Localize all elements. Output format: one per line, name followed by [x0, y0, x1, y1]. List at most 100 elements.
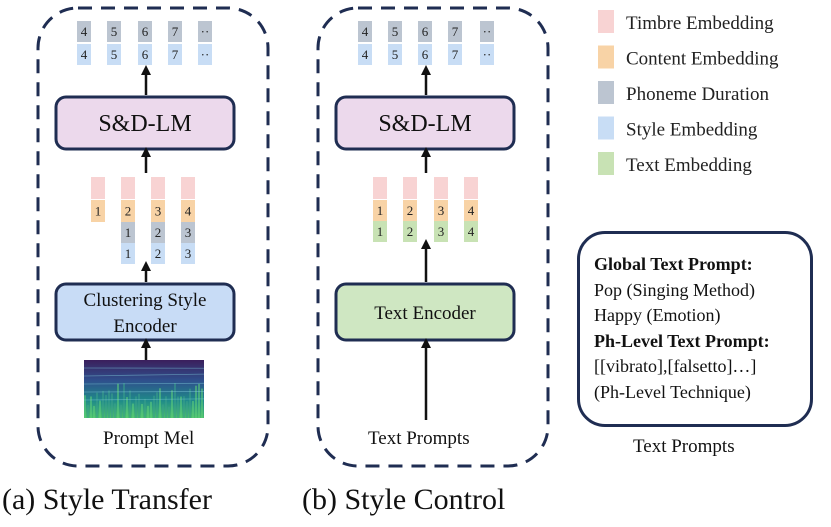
panel-a-input-content-token — [181, 200, 195, 222]
panel_a-output-style-token-label: 6 — [142, 47, 149, 62]
panel-a-input-timbre-token — [181, 177, 195, 199]
panel_a-output-style-token-label: 7 — [172, 47, 179, 62]
panel-a-input-content-token-label: 1 — [95, 204, 102, 219]
panel_b-output-style-token — [480, 44, 494, 65]
ph-level-prompt-heading: Ph-Level Text Prompt: — [594, 330, 770, 351]
panel_b-output-style-token-label: 5 — [392, 47, 399, 62]
panel_a-output-duration-token-label: ·· — [201, 24, 210, 39]
panel_a-output-duration-token-label: 7 — [172, 24, 179, 39]
legend-swatch-duration — [598, 81, 614, 104]
panel_b-output-style-token-label: 4 — [362, 47, 369, 62]
panel-b-input-timbre-token — [434, 177, 448, 199]
panel-b-input-content-token — [403, 200, 417, 221]
panel_a-output-style-token-label: 4 — [81, 47, 88, 62]
panel-b-input-text-token — [434, 221, 448, 242]
panel-b-input-content-token — [434, 200, 448, 221]
panel_a-output-style-token — [77, 44, 91, 65]
text-prompt-box-label: Text Prompts — [633, 436, 735, 457]
panel_a-output-duration-token — [77, 21, 91, 42]
panel_a-output-style-token-label: ·· — [201, 47, 210, 62]
legend-swatch-content — [598, 45, 614, 69]
panel-a-input-duration-token — [121, 222, 135, 243]
panel-a-input-duration-token — [151, 222, 165, 243]
panel_a-output-duration-token — [168, 21, 182, 42]
legend-label-style: Style Embedding — [626, 120, 758, 141]
legend-label-duration: Phoneme Duration — [626, 84, 770, 105]
ph-level-prompt-line-2: (Ph-Level Technique) — [594, 381, 751, 402]
panel-a-input-style-token-label: 2 — [155, 246, 162, 261]
panel_a-output-duration-token — [138, 21, 152, 42]
panel_b-output-style-token-label: 7 — [452, 47, 459, 62]
panel-b-input-text-token-label: 2 — [407, 224, 414, 239]
panel_a-output-style-token-label: 5 — [111, 47, 118, 62]
panel-b-encoder-label: Text Encoder — [374, 303, 476, 324]
panel-a-input-style-token-label: 1 — [125, 246, 132, 261]
panel-a-input-timbre-token — [121, 177, 135, 199]
panel-a-input-duration-token-label: 1 — [125, 225, 132, 240]
panel-b-lm-label: S&D-LM — [378, 111, 471, 137]
panel_b-output-style-token — [418, 44, 432, 65]
global-prompt-line-1: Pop (Singing Method) — [594, 279, 756, 300]
panel-a-input-duration-token-label: 2 — [155, 225, 162, 240]
panel-b-input-text-token — [373, 221, 387, 242]
panel_b-output-duration-token-label: ·· — [483, 24, 492, 39]
panel-a-input-duration-token-label: 3 — [185, 225, 192, 240]
panel-a-input-duration-token — [181, 222, 195, 243]
panel-b-frame — [316, 6, 550, 468]
panel-a-input-content-token-label: 2 — [125, 204, 132, 219]
global-prompt-line-2: Happy (Emotion) — [594, 305, 721, 325]
panel-a-input-timbre-token — [151, 177, 165, 199]
panel-a-input-timbre-token — [91, 177, 105, 199]
panel_a-output-duration-token-label: 4 — [81, 24, 88, 39]
panel-b-input-content-token-label: 3 — [438, 203, 445, 218]
panel_b-output-duration-token — [480, 21, 494, 42]
panel_b-output-duration-token — [418, 21, 432, 42]
legend-label-text: Text Embedding — [626, 155, 752, 176]
panel-a-lm-label: S&D-LM — [98, 111, 191, 137]
panel_b-output-duration-token — [388, 21, 402, 42]
panel_b-output-style-token — [358, 44, 372, 65]
panel-b-input-content-token-label: 2 — [407, 203, 414, 218]
panel-a-input-style-token-label: 3 — [185, 246, 192, 261]
panel_b-output-style-token-label: ·· — [483, 47, 492, 62]
prompt-mel-spectrogram-image — [83, 360, 205, 418]
legend-label-timbre: Timbre Embedding — [626, 13, 774, 34]
panel_b-output-style-token — [448, 44, 462, 65]
panel_a-output-duration-token-label: 6 — [142, 24, 149, 39]
panel-a-encoder-label-line2: Encoder — [113, 316, 177, 337]
legend-label-content: Content Embedding — [626, 49, 779, 70]
panel-a-input-content-token — [121, 200, 135, 222]
panel-a-input-content-token — [91, 200, 105, 222]
panel-b-input-label: Text Prompts — [368, 428, 470, 449]
legend-swatch-timbre — [598, 10, 614, 33]
panel-b-input-content-token-label: 1 — [377, 203, 384, 218]
panel-a-input-style-token — [121, 243, 135, 264]
panel_b-output-style-token — [388, 44, 402, 65]
panel-b-input-content-token — [373, 200, 387, 221]
panel-a-frame — [36, 6, 270, 468]
panel_b-output-style-token-label: 6 — [422, 47, 429, 62]
panel-a-input-style-token — [151, 243, 165, 264]
panel-a-input-content-token-label: 3 — [155, 204, 162, 219]
panel-b-input-content-token — [464, 200, 478, 221]
panel-b-input-timbre-token — [403, 177, 417, 199]
panel-a-encoder-label-line1: Clustering Style — [84, 290, 207, 311]
panel_a-output-style-token — [198, 44, 212, 65]
text-prompt-box: Global Text Prompt: Pop (Singing Method)… — [577, 231, 813, 427]
panel_a-output-style-token — [107, 44, 121, 65]
panel-a-caption: (a) Style Transfer — [2, 483, 212, 516]
panel_b-output-duration-token-label: 5 — [392, 24, 399, 39]
global-prompt-heading: Global Text Prompt: — [594, 254, 753, 274]
panel-b-input-timbre-token — [464, 177, 478, 199]
panel_a-output-style-token — [168, 44, 182, 65]
panel-a-input-label: Prompt Mel — [103, 428, 195, 449]
panel-b-input-text-token-label: 1 — [377, 224, 384, 239]
panel-b-input-text-token-label: 3 — [438, 224, 445, 239]
panel_a-output-duration-token-label: 5 — [111, 24, 118, 39]
panel-b-caption: (b) Style Control — [302, 483, 506, 516]
panel_b-output-duration-token-label: 7 — [452, 24, 459, 39]
